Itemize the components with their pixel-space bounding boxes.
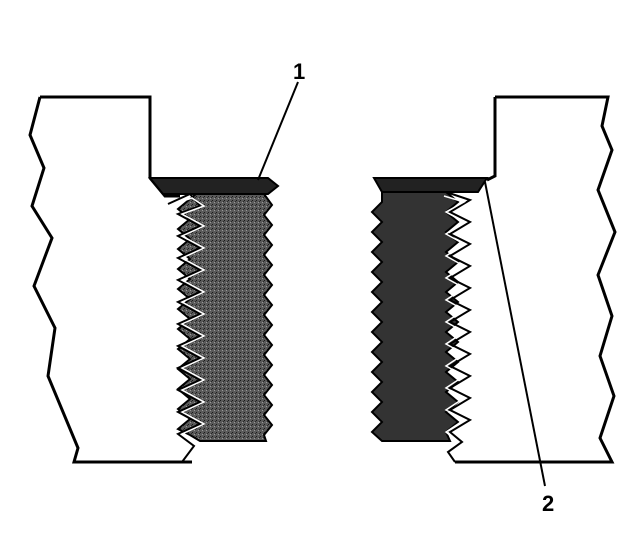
right-thread-flange xyxy=(372,177,489,193)
right-housing xyxy=(455,95,617,464)
left-housing xyxy=(28,95,192,464)
right-thread-body xyxy=(370,191,460,442)
left-thread xyxy=(147,177,280,463)
right-thread xyxy=(370,177,489,463)
callout-2-leader xyxy=(484,181,546,487)
callout-1-label: 1 xyxy=(293,59,305,84)
callout-2-label: 2 xyxy=(542,491,554,516)
left-thread-flange xyxy=(147,177,280,195)
callout-1-leader xyxy=(257,81,299,181)
